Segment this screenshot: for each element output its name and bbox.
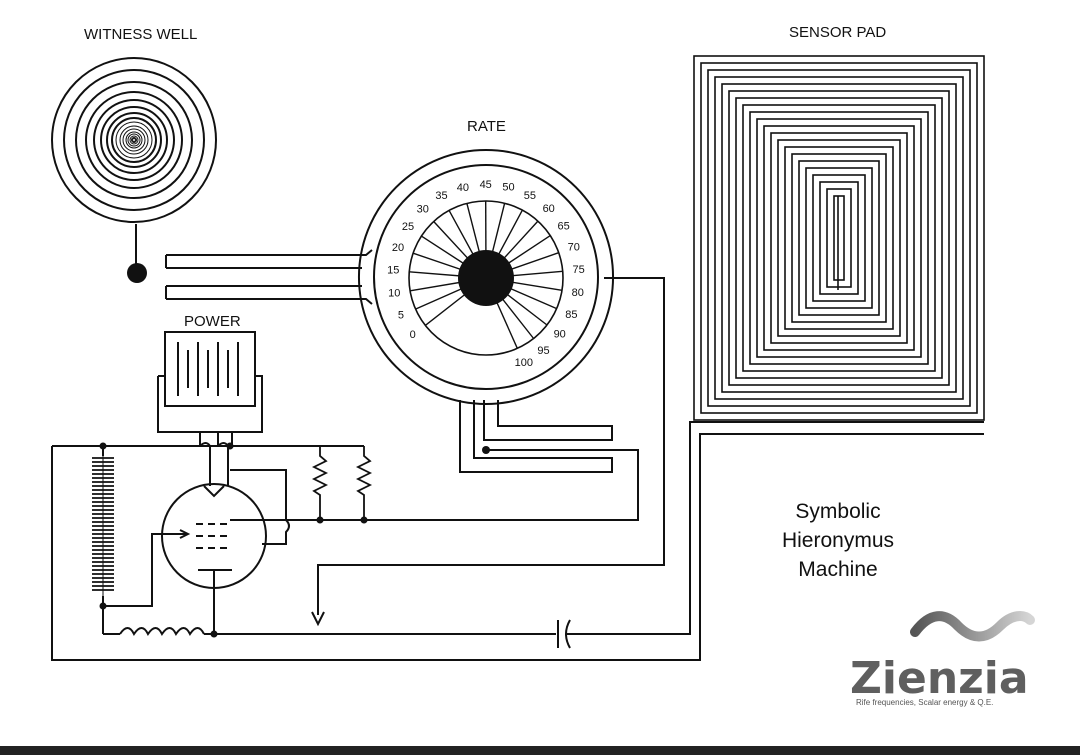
rate-tick-label: 60 (543, 203, 555, 215)
rate-tick-label: 15 (387, 264, 399, 276)
rate-tick-label: 85 (565, 309, 577, 321)
sensor-pad-coil (693, 55, 985, 421)
witness-well-terminal (127, 263, 147, 283)
rate-tick-label: 35 (435, 190, 447, 202)
rate-tick-label: 70 (568, 241, 580, 253)
rate-tick-label: 55 (524, 190, 536, 202)
bottom-inductor (119, 627, 205, 636)
rate-tick-label: 65 (557, 221, 569, 233)
title-line-1: Symbolic (795, 500, 880, 523)
title-line-3: Machine (798, 558, 877, 581)
zienzia-logo: Zienzia Rife frequencies, Scalar energy … (850, 611, 1035, 707)
rate-tick-label: 0 (410, 329, 416, 341)
rate-tick-label: 100 (515, 357, 533, 369)
rate-tick-label: 40 (457, 182, 469, 194)
rate-tick-label: 30 (417, 204, 429, 216)
resistor-pair (311, 446, 373, 520)
title-line-2: Hieronymus (782, 529, 894, 552)
rate-tick-label: 5 (398, 309, 404, 321)
rate-tick-label: 20 (392, 242, 404, 254)
rate-label: RATE (467, 118, 506, 135)
witness-well-label: WITNESS WELL (84, 26, 197, 43)
rate-dial-knob (458, 250, 514, 306)
witness-well-spiral (51, 57, 217, 223)
rate-tick-label: 75 (572, 264, 584, 276)
power-label: POWER (184, 313, 241, 330)
rate-tick-label: 45 (480, 179, 492, 191)
brand-tagline: Rife frequencies, Scalar energy & Q.E. (856, 698, 993, 707)
rate-tick-label: 90 (554, 329, 566, 341)
bottom-border (0, 746, 1080, 755)
rate-tick-label: 25 (402, 221, 414, 233)
power-battery (157, 331, 263, 446)
left-coil (92, 456, 114, 596)
sensor-pad-label: SENSOR PAD (789, 24, 886, 41)
wave-icon (910, 611, 1035, 642)
diagram-title: Symbolic Hieronymus Machine (782, 500, 894, 581)
rate-tick-label: 80 (572, 287, 584, 299)
rate-tick-label: 10 (388, 287, 400, 299)
rate-tick-label: 95 (537, 345, 549, 357)
rate-tick-label: 50 (502, 182, 514, 194)
vacuum-tube (103, 469, 290, 634)
brand-name: Zienzia (850, 653, 1029, 704)
